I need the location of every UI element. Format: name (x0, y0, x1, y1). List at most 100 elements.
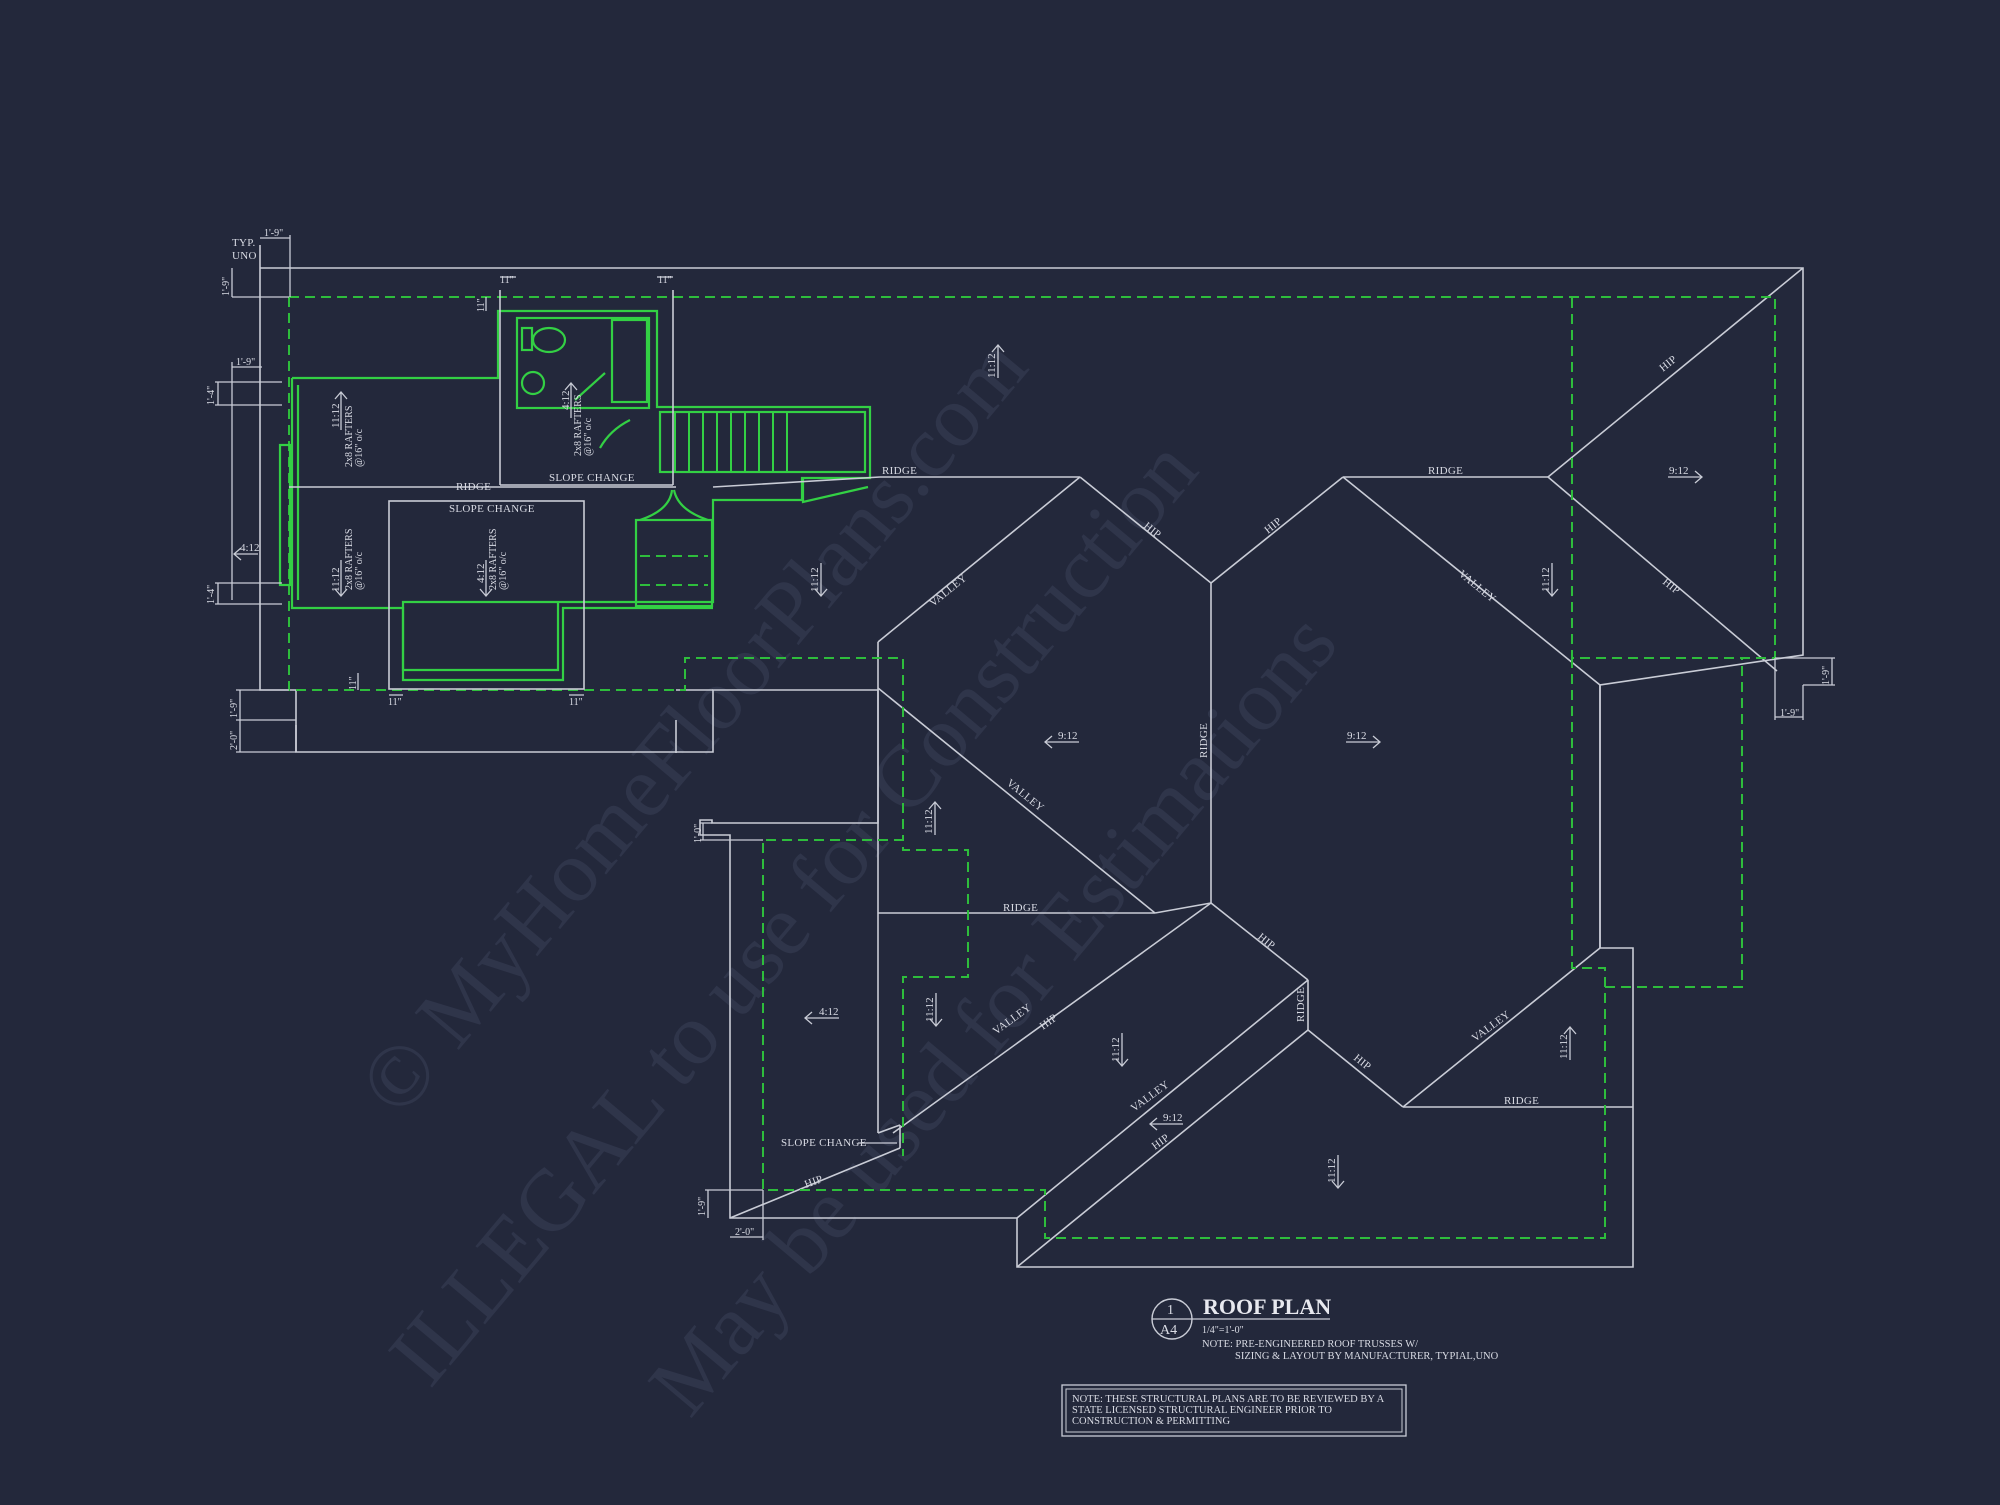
svg-text:11:12: 11:12 (1558, 1034, 1570, 1059)
svg-text:9:12: 9:12 (1347, 730, 1367, 742)
dim-right-horizontal: 1'-9" (1780, 708, 1799, 719)
dim-bottom-left: 11" (388, 697, 402, 708)
ridge-label-vertical-1: RIDGE (1198, 723, 1210, 758)
svg-text:11:12: 11:12 (330, 567, 342, 592)
title-block: 1 A4 ROOF PLAN 1/4"=1'-0" NOTE: PRE-ENGI… (1061, 1294, 1499, 1437)
uno-label: UNO (232, 250, 257, 262)
valley-label-6: VALLEY (1470, 1009, 1513, 1045)
hip-label-4: HIP (1660, 576, 1682, 597)
dim-lower-left-horizontal: 2'-0" (735, 1227, 754, 1238)
truss-note-line-1: NOTE: PRE-ENGINEERED ROOF TRUSSES W/ (1202, 1339, 1418, 1350)
structural-note-line-3: CONSTRUCTION & PERMITTING (1072, 1416, 1231, 1427)
svg-text:@16" o/c: @16" o/c (354, 428, 365, 467)
ridge-label-3: RIDGE (1428, 465, 1463, 477)
upper-floor-walls (278, 309, 872, 682)
slope-change-label-3: SLOPE CHANGE (781, 1137, 867, 1149)
svg-text:4:12: 4:12 (475, 563, 487, 583)
pitch-arrow-left-icon: 4:12 (804, 1006, 839, 1025)
svg-text:9:12: 9:12 (1058, 730, 1078, 742)
pitch-arrow-right-icon: 9:12 (1346, 730, 1381, 749)
pitch-arrow-down-icon: 11:12 (1110, 1033, 1129, 1067)
pitch-arrow-up-icon: 4:12 2x8 RAFTERS @16" o/c (560, 382, 594, 456)
sheet-number: A4 (1160, 1323, 1177, 1338)
pitch-arrow-down-icon: 11:12 2x8 RAFTERS @16" o/c (330, 529, 365, 597)
pitch-arrow-left-icon: 9:12 (1149, 1112, 1183, 1131)
roof-outline (259, 267, 1804, 1268)
svg-text:11:12: 11:12 (924, 997, 936, 1022)
ridge-label-2: RIDGE (882, 465, 917, 477)
dim-bath-left: 11" (500, 275, 514, 286)
svg-text:@16" o/c: @16" o/c (583, 417, 594, 456)
truss-note-line-2: SIZING & LAYOUT BY MANUFACTURER, TYPIAL,… (1235, 1351, 1499, 1362)
dim-bottom-right: 11" (569, 697, 583, 708)
valley-label-1: VALLEY (927, 572, 969, 609)
watermark: © MyHomeFloorPlans.com ILLEGAL to use fo… (341, 319, 1356, 1433)
pitch-indicators: 11:12 11:12 2x8 RAFTERS @16" o/c 4:12 2x… (233, 344, 1703, 1189)
dim-top-left-vertical: 1'-9" (221, 277, 232, 296)
svg-text:11:12: 11:12 (1326, 1158, 1338, 1183)
pitch-arrow-down-icon: 11:12 (1326, 1155, 1345, 1189)
wall-lines-dashed (288, 296, 1776, 1239)
structural-note-box (1061, 1384, 1407, 1437)
svg-text:11:12: 11:12 (330, 403, 342, 428)
ridge-label-left: RIDGE (456, 481, 491, 493)
ridge-label-5: RIDGE (1504, 1095, 1539, 1107)
dim-lower-left-vertical-2: 1'-9" (697, 1197, 708, 1216)
hip-label-9: HIP (803, 1173, 825, 1191)
pitch-arrow-left-icon: 9:12 (1044, 730, 1079, 749)
valley-label-2: VALLEY (1456, 568, 1498, 605)
svg-text:4:12: 4:12 (240, 542, 260, 554)
dim-bottom-vertical: 11" (348, 676, 359, 690)
slope-change-label-1: SLOPE CHANGE (549, 472, 635, 484)
dim-left-vertical-1: 1'-4" (206, 386, 217, 405)
dim-left-vertical-2: 1'-4" (206, 585, 217, 604)
dimensions: 1'-9" 1'-9" 1'-9" 1'-4" 1'-4" 11" 11" 11… (206, 228, 1835, 1240)
pitch-arrow-left-icon: 4:12 (233, 542, 260, 561)
dim-bottom-left-vertical-2: 2'-0" (229, 731, 240, 750)
pitch-arrow-up-icon: 11:12 (1558, 1026, 1577, 1060)
slope-change-label-2: SLOPE CHANGE (449, 503, 535, 515)
typ-label: TYP. (232, 237, 256, 249)
upper-left-outline (259, 245, 881, 752)
svg-text:2x8 RAFTERS: 2x8 RAFTERS (488, 529, 499, 590)
pitch-arrow-up-icon: 11:12 2x8 RAFTERS @16" o/c (330, 391, 365, 467)
hip-label-2: HIP (1262, 515, 1284, 536)
svg-text:11:12: 11:12 (1540, 567, 1552, 592)
roof-plan-title: ROOF PLAN (1203, 1294, 1331, 1319)
svg-text:2x8 RAFTERS: 2x8 RAFTERS (573, 395, 584, 456)
dim-lower-left-vertical: 1'-0" (693, 824, 704, 843)
structural-note-line-1: NOTE: THESE STRUCTURAL PLANS ARE TO BE R… (1072, 1394, 1385, 1405)
svg-text:11:12: 11:12 (986, 353, 998, 378)
pitch-arrow-right-icon: 9:12 (1668, 465, 1703, 484)
dim-right-vertical: 1'-9" (1821, 666, 1832, 685)
svg-text:@16" o/c: @16" o/c (498, 551, 509, 590)
pitch-arrow-down-icon: 11:12 (809, 563, 828, 597)
pitch-arrow-up-icon: 11:12 (986, 344, 1005, 378)
dim-bath-vertical: 11" (476, 298, 487, 312)
svg-text:11:12: 11:12 (1110, 1037, 1122, 1062)
svg-text:11:12: 11:12 (923, 809, 935, 834)
svg-text:@16" o/c: @16" o/c (354, 551, 365, 590)
hip-label-6: HIP (1351, 1052, 1373, 1073)
pitch-arrow-down-icon: 4:12 2x8 RAFTERS @16" o/c (475, 529, 509, 597)
hip-label-5: HIP (1255, 931, 1277, 952)
ridge-label-vertical-2: RIDGE (1295, 987, 1307, 1022)
pitch-arrow-down-icon: 11:12 (1540, 563, 1559, 597)
scale-label: 1/4"=1'-0" (1202, 1325, 1244, 1336)
pitch-arrow-up-icon: 11:12 (923, 801, 942, 835)
svg-text:4:12: 4:12 (560, 390, 572, 410)
hip-label-8: HIP (1150, 1132, 1172, 1153)
structural-note-line-2: STATE LICENSED STRUCTURAL ENGINEER PRIOR… (1072, 1405, 1332, 1416)
dim-top-left-horizontal: 1'-9" (264, 228, 283, 239)
dim-bottom-left-vertical-1: 1'-9" (229, 699, 240, 718)
pitch-arrow-down-icon: 11:12 (924, 993, 943, 1027)
svg-text:11:12: 11:12 (809, 567, 821, 592)
dim-left-horizontal: 1'-9" (236, 357, 255, 368)
svg-text:2x8 RAFTERS: 2x8 RAFTERS (344, 406, 355, 467)
dim-bath-right: 11" (658, 275, 672, 286)
svg-text:9:12: 9:12 (1163, 1112, 1183, 1124)
detail-number: 1 (1167, 1303, 1174, 1318)
svg-text:2x8 RAFTERS: 2x8 RAFTERS (344, 529, 355, 590)
